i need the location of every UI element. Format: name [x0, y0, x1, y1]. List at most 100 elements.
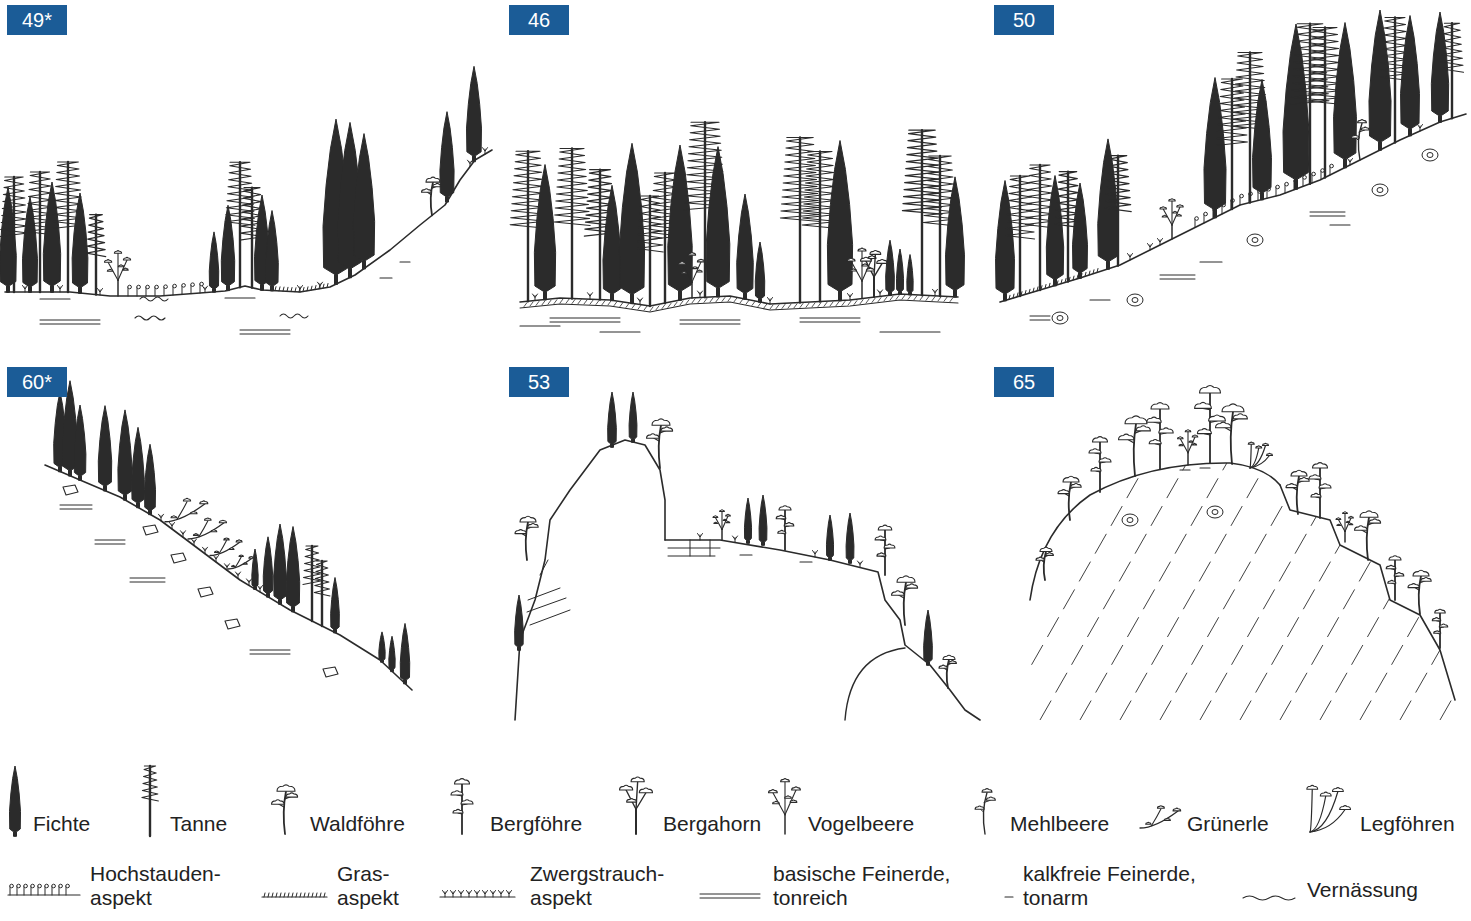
- tree-symbol: [946, 177, 965, 297]
- tree-symbol: [1204, 78, 1226, 218]
- crown-blob: [1147, 417, 1161, 422]
- dwarf-shrub: [483, 148, 488, 152]
- crown-blob: [1195, 402, 1212, 408]
- tree-symbol: [467, 66, 482, 161]
- grass-tick: [1085, 272, 1086, 276]
- spruce-symbol: [706, 147, 730, 297]
- crown-blob: [877, 553, 886, 556]
- tree-symbol: [1178, 430, 1198, 465]
- alder-branch: [235, 557, 241, 568]
- spruce-symbol: [907, 255, 913, 295]
- tree-symbol: [1046, 176, 1063, 286]
- humus-hatch: [662, 305, 665, 309]
- rock-block: [63, 485, 78, 495]
- tree-symbol: [1432, 609, 1447, 648]
- crown-blob: [1136, 426, 1150, 431]
- spruce-symbol: [1204, 78, 1226, 218]
- stone-nodule: [1127, 518, 1133, 523]
- crown-blob: [1233, 414, 1247, 419]
- fir-crown: [1216, 79, 1247, 146]
- humus-hatch: [818, 303, 821, 307]
- crown-blob: [1216, 422, 1231, 428]
- spruce-symbol: [924, 610, 933, 665]
- spruce-symbol: [737, 194, 754, 299]
- spruce-symbol: [266, 211, 279, 291]
- pine-trunk: [659, 425, 661, 468]
- crown-blob: [229, 548, 234, 550]
- crown-blob: [1319, 484, 1331, 488]
- grass-tick: [312, 893, 313, 897]
- crown-blob: [1320, 792, 1331, 796]
- crown-blob: [892, 591, 905, 596]
- crown-blob: [1099, 458, 1111, 462]
- cliff-line: [515, 440, 665, 720]
- tree-symbol: [769, 779, 801, 834]
- dwarf-shrub: [1158, 239, 1163, 243]
- crown-blob: [224, 538, 229, 540]
- panel-number: 53: [509, 367, 569, 397]
- legend-text: Waldföhre: [310, 812, 405, 836]
- waterlogging: [280, 314, 308, 318]
- tree-symbol: [1006, 176, 1035, 296]
- crown-blob: [1355, 526, 1368, 531]
- clay-rich-soil: [250, 650, 290, 651]
- tree-symbol: [1089, 437, 1111, 492]
- grass-tick: [292, 893, 293, 897]
- crown-blob: [627, 799, 637, 803]
- tree-symbol: [1286, 470, 1309, 514]
- crown-blob: [1071, 483, 1081, 487]
- grass-tick: [324, 893, 325, 897]
- clay-rich-soil: [240, 334, 290, 335]
- humus-hatch: [710, 298, 713, 302]
- humus-hatch: [860, 300, 863, 304]
- tall-herb-head: [182, 284, 186, 288]
- crown-blob: [1222, 404, 1244, 412]
- tree-symbol: [1401, 16, 1420, 136]
- dwarf-shrub: [467, 891, 472, 895]
- crown-blob: [875, 536, 886, 540]
- crown-blob: [982, 789, 992, 793]
- clay-rich-soil: [40, 324, 100, 325]
- crown-blob: [1408, 584, 1419, 588]
- rock-block: [323, 667, 338, 677]
- grass-tick: [1073, 276, 1074, 280]
- tree-symbol: [1355, 511, 1381, 560]
- spruce-symbol: [252, 549, 258, 589]
- spruce-symbol: [1334, 23, 1357, 168]
- panel-slope: [996, 10, 1466, 324]
- crown-blob: [1413, 570, 1429, 576]
- tree-symbol: [221, 205, 234, 290]
- crown-blob: [720, 510, 725, 512]
- fir-crown: [1441, 23, 1464, 72]
- rowan-trunk: [861, 281, 863, 299]
- spruce-symbol: [43, 182, 60, 292]
- pine-trunk: [1134, 424, 1136, 476]
- legend-text: Tanne: [170, 812, 227, 836]
- legend-text: Hochstauden- aspekt: [90, 862, 240, 910]
- dwarf-shrub: [98, 289, 103, 293]
- humus-hatch: [920, 296, 923, 300]
- tall-herb-head: [38, 884, 42, 888]
- clay-rich-soil: [1030, 320, 1050, 321]
- tree-symbol: [74, 405, 86, 480]
- rock-layer-line: [1400, 440, 1471, 720]
- rock-bedding: [540, 560, 548, 575]
- dwarf-shrub: [1348, 159, 1353, 163]
- crown-blob: [726, 514, 731, 516]
- crown-blob: [461, 800, 473, 804]
- tree-symbol: [142, 766, 159, 836]
- tree-symbol: [274, 524, 287, 604]
- tree-symbol: [400, 623, 409, 683]
- rock-block: [171, 553, 186, 563]
- rock-layer-line: [1040, 440, 1200, 720]
- tree-symbol: [286, 527, 299, 612]
- tree-symbol: [440, 112, 454, 202]
- clay-rich-soil: [95, 540, 125, 541]
- panel-number: 65: [994, 367, 1054, 397]
- rowan-trunk: [721, 530, 723, 541]
- grass-tick: [1097, 268, 1098, 272]
- tall-herb-head: [1330, 164, 1334, 168]
- crown-blob: [681, 271, 686, 273]
- fir-crown: [780, 138, 820, 222]
- crown-blob: [1421, 577, 1431, 581]
